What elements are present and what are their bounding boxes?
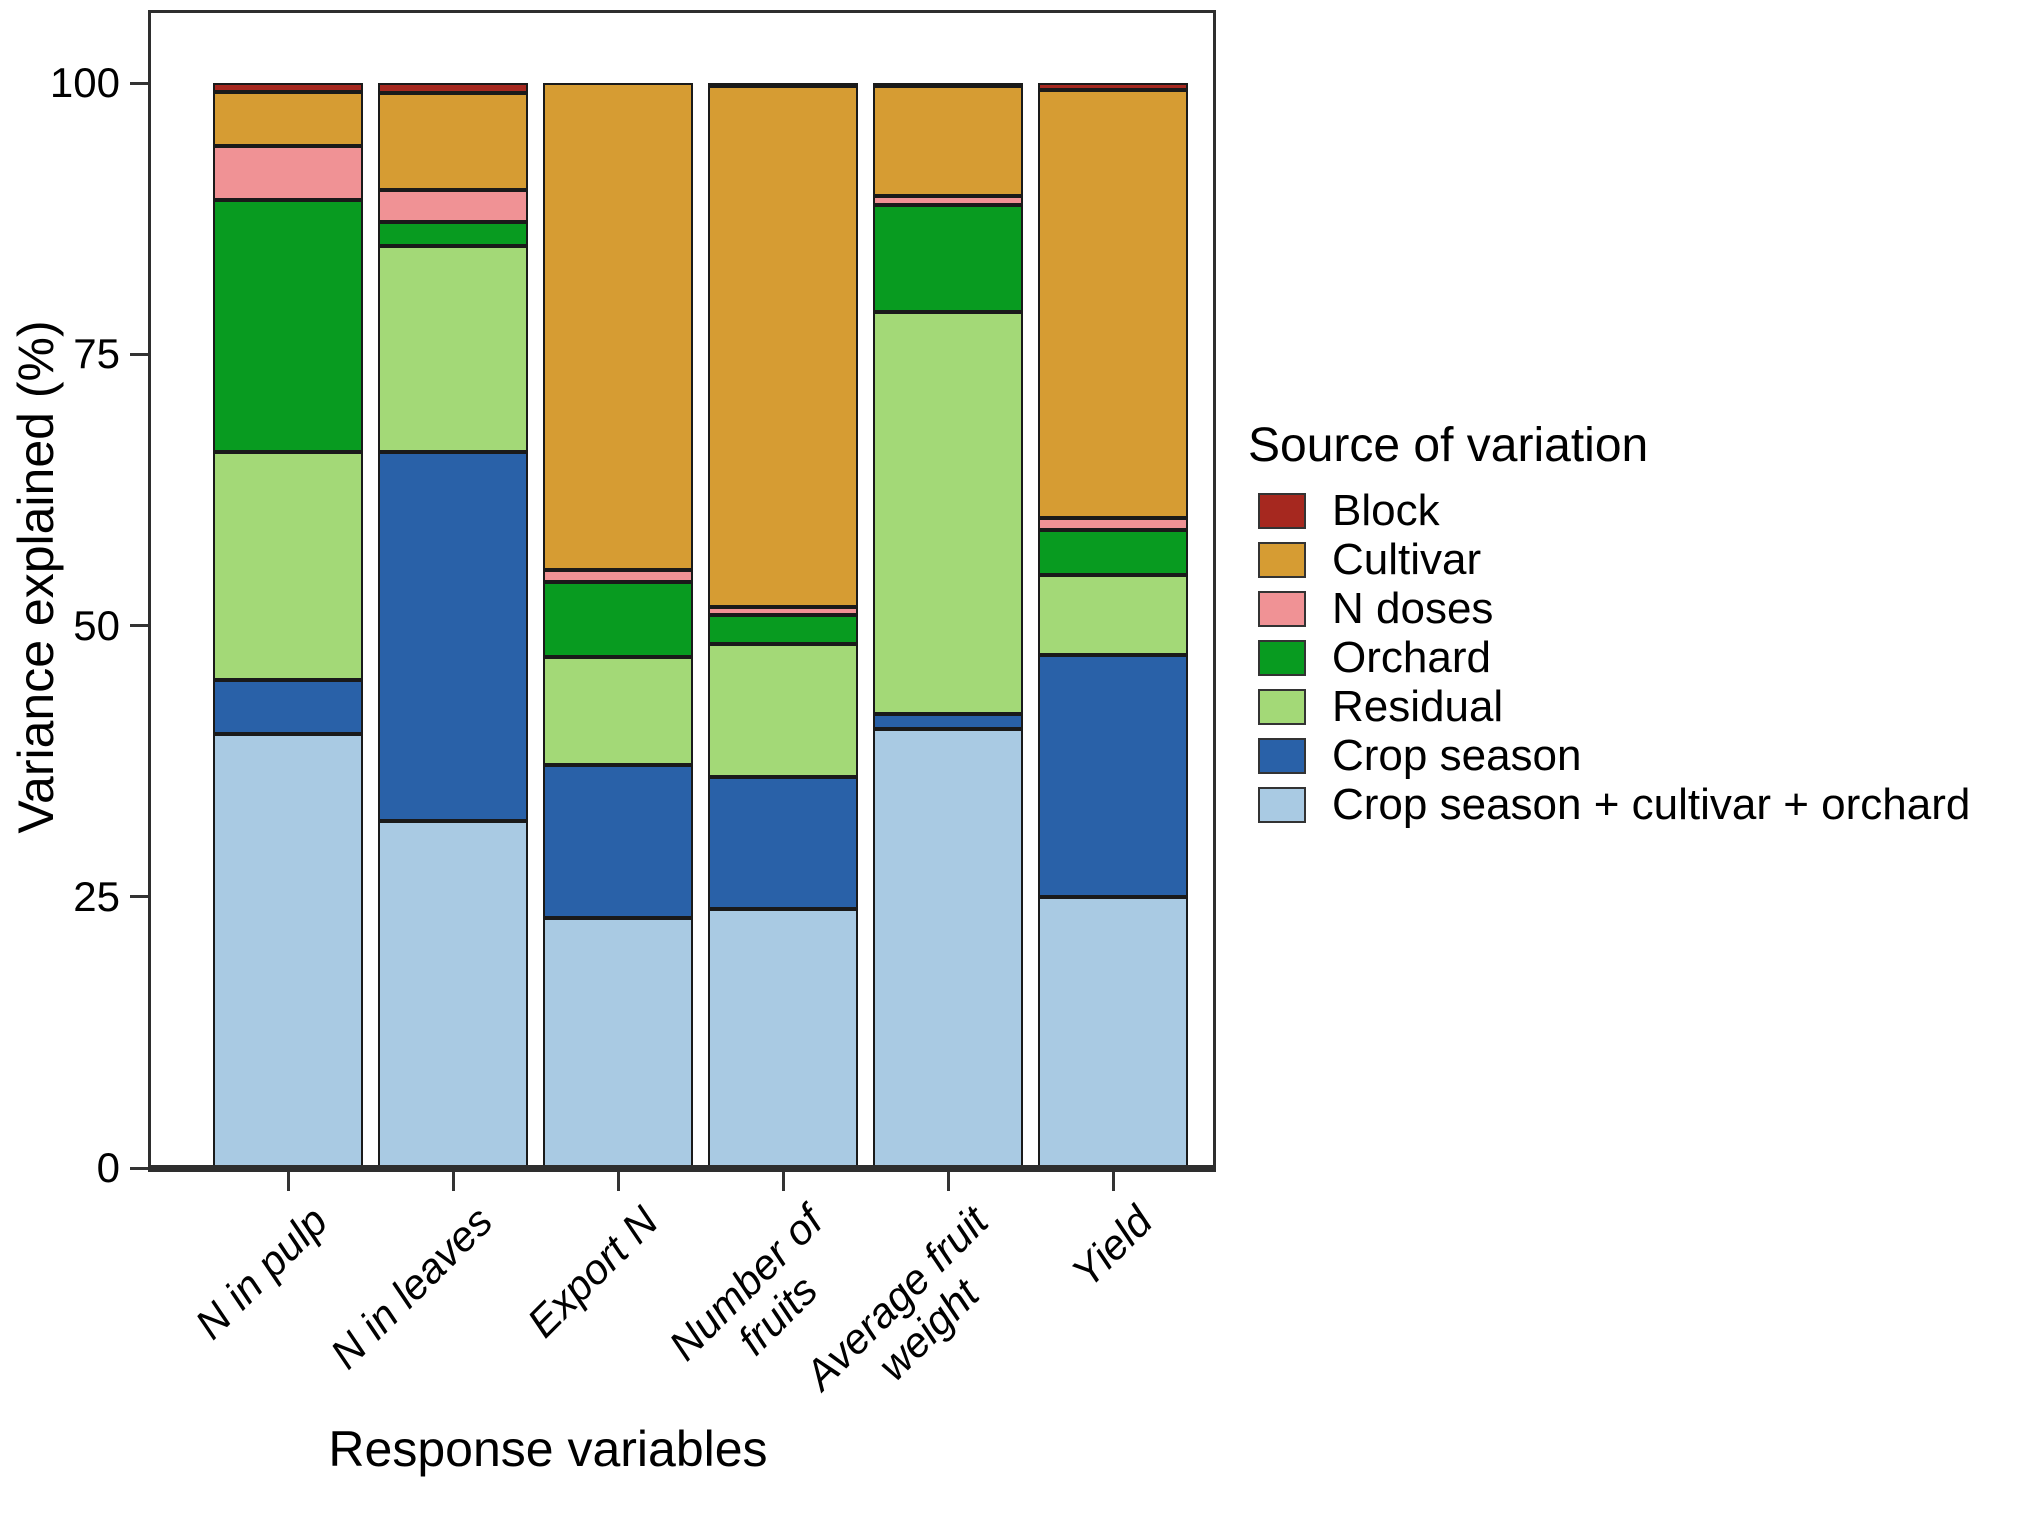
y-tick-mark [130,352,148,356]
bar-segment-residual [213,451,363,680]
bar-segment-n-doses [543,570,693,583]
bar-segment-crop-season [1038,654,1188,897]
bar-segment-crop-season-cultivar-orchard [543,918,693,1168]
bar-segment-orchard [378,221,528,246]
y-tick-mark [130,895,148,899]
bar-segment-crop-season [708,777,858,909]
bar-segment-orchard [708,614,858,644]
bar-segment-cultivar [213,91,363,146]
x-tick-mark [286,1171,290,1191]
bar-segment-orchard [213,200,363,452]
bar-segment-crop-season-cultivar-orchard [873,728,1023,1168]
bar-segment-crop-season [213,679,363,734]
bar-segment-cultivar [543,83,693,571]
y-tick-label: 25 [73,872,120,920]
bar-segment-crop-season-cultivar-orchard [1038,896,1188,1168]
x-category-label: Yield [1062,1197,1162,1297]
legend-swatch-residual [1258,689,1306,725]
bar-segment-residual [543,656,693,766]
x-tick-mark [1111,1171,1115,1191]
legend-label-n-doses: N doses [1332,584,1494,633]
legend-swatch-crop-season-cultivar-orchard [1258,787,1306,823]
y-tick-label: 75 [73,330,120,378]
y-tick-label: 100 [49,59,120,106]
legend-label-cultivar: Cultivar [1332,535,1482,584]
legend-label-crop-season: Crop season [1332,731,1582,780]
x-axis-line [148,1165,1216,1172]
legend-swatch-crop-season [1258,738,1306,774]
bar-segment-crop-season [543,765,693,919]
legend-title: Source of variation [1248,419,1649,472]
bar-segment-cultivar [378,92,528,191]
bar-segment-crop-season [873,714,1023,729]
y-tick-mark [130,1166,148,1170]
legend-label-crop-season-cultivar-orchard: Crop season + cultivar + orchard [1332,780,1971,829]
bar-segment-block [378,83,528,93]
legend-swatch-cultivar [1258,542,1306,578]
legend-swatch-orchard [1258,640,1306,676]
legend-label-orchard: Orchard [1332,633,1491,682]
bar-segment-crop-season-cultivar-orchard [378,820,528,1168]
bar-segment-cultivar [1038,89,1188,519]
x-category-label: N in leaves [321,1197,502,1378]
legend-label-block: Block [1332,486,1440,535]
bar-segment-residual [873,311,1023,715]
bar-segment-n-doses [1038,518,1188,530]
bar-segment-n-doses [708,607,858,615]
y-tick-mark [130,624,148,627]
bar-segment-orchard [873,204,1023,312]
bar-segment-orchard [1038,530,1188,575]
legend-swatch-block [1258,493,1306,529]
x-category-label: Export N [517,1197,667,1347]
y-tick-label: 0 [96,1144,120,1191]
x-tick-mark [451,1171,455,1191]
bar-segment-block [213,83,363,92]
x-tick-mark [616,1171,620,1191]
bar-segment-n-doses [378,190,528,222]
x-category-label: N in pulp [186,1197,337,1348]
bar-segment-crop-season-cultivar-orchard [708,908,858,1168]
bar-segment-n-doses [873,195,1023,205]
bar-segment-crop-season-cultivar-orchard [213,734,363,1168]
bar-segment-block [1038,83,1188,90]
x-tick-mark [781,1171,785,1191]
bar-segment-cultivar [873,86,1023,196]
bar-segment-n-doses [213,145,363,201]
bar-segment-residual [378,245,528,452]
bar-segment-block [708,83,858,87]
legend-swatch-n-doses [1258,591,1306,627]
bar-segment-residual [708,643,858,778]
y-tick-mark [130,81,148,85]
y-axis-title: Variance explained (%) [8,320,64,834]
bar-segment-cultivar [708,86,858,608]
legend-label-residual: Residual [1332,682,1504,731]
x-tick-mark [946,1171,950,1191]
bar-segment-residual [1038,574,1188,655]
x-axis-title: Response variables [328,1421,768,1477]
bar-segment-orchard [543,582,693,657]
bar-segment-crop-season [378,451,528,821]
bar-segment-block [873,83,1023,87]
y-tick-label: 50 [73,601,120,649]
